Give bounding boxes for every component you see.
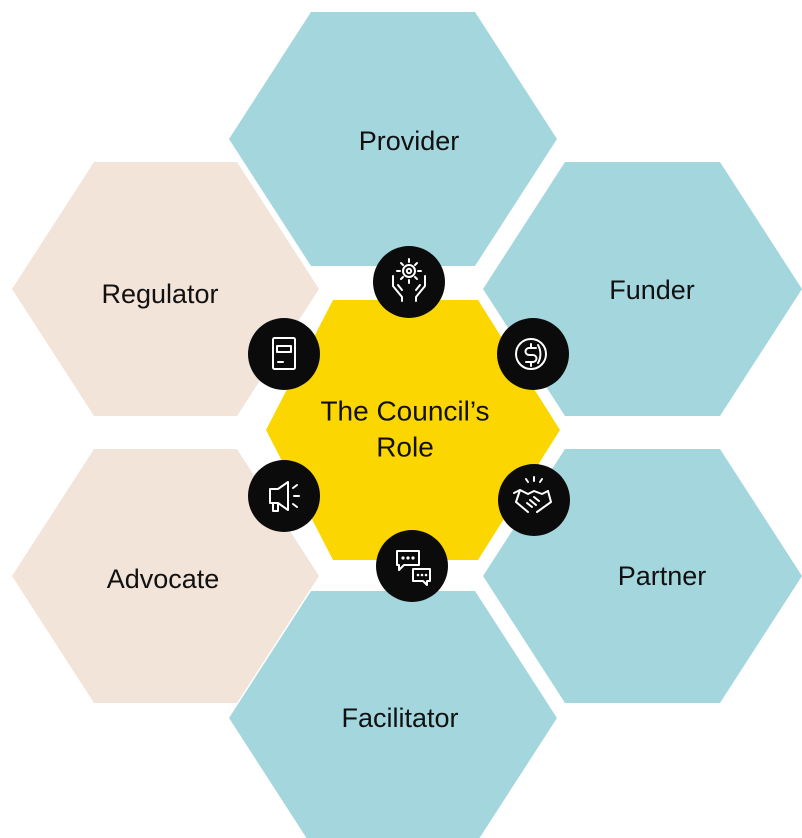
dollar-coin-icon bbox=[497, 318, 569, 390]
hands-gear-icon bbox=[373, 246, 445, 318]
role-label-regulator: Regulator bbox=[101, 279, 218, 309]
hex-facilitator bbox=[229, 591, 557, 838]
role-label-provider: Provider bbox=[359, 126, 460, 156]
hex-advocate bbox=[12, 449, 319, 703]
hex-regulator bbox=[12, 162, 319, 416]
megaphone-icon bbox=[248, 460, 320, 532]
center-title-line-2: Role bbox=[376, 431, 434, 462]
role-label-advocate: Advocate bbox=[107, 564, 220, 594]
hex-provider bbox=[229, 12, 557, 266]
document-folder-icon bbox=[248, 318, 320, 390]
role-label-partner: Partner bbox=[618, 561, 707, 591]
center-title-line-1: The Council’s bbox=[320, 395, 489, 426]
role-label-funder: Funder bbox=[609, 275, 695, 305]
role-label-facilitator: Facilitator bbox=[341, 703, 458, 733]
chat-bubbles-icon bbox=[376, 530, 448, 602]
handshake-icon bbox=[498, 464, 570, 536]
hex-center bbox=[266, 300, 560, 560]
